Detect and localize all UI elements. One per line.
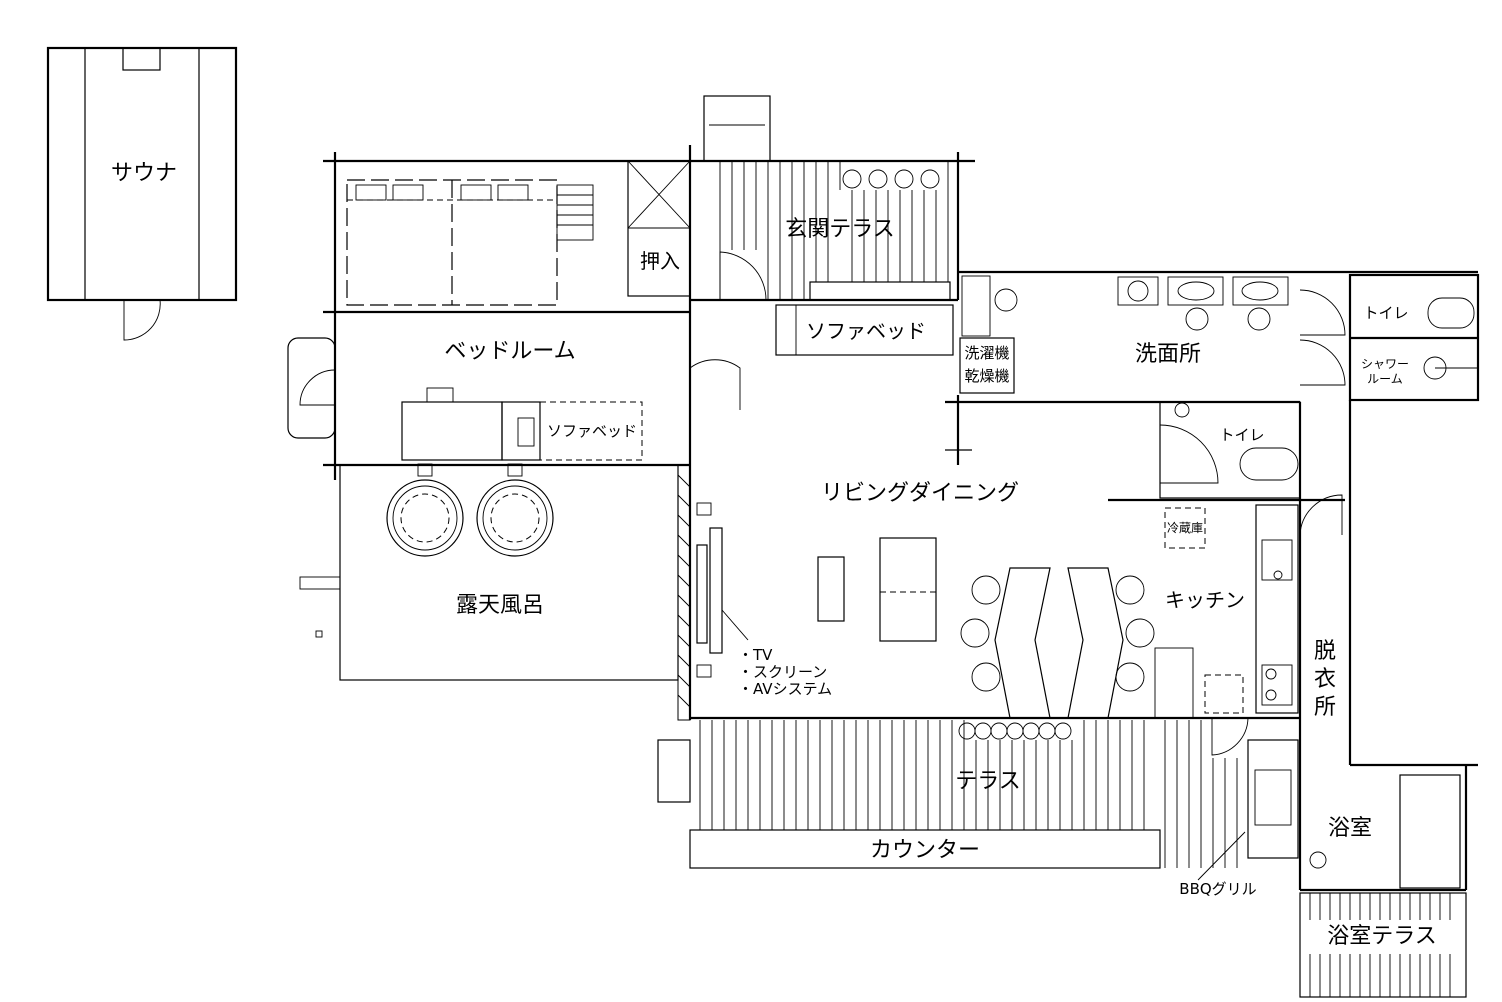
living-dining: リビングダイニング ・TV ・スクリーン ・AVシステム 冷蔵庫 キッチン: [690, 481, 1300, 756]
label-living-dining: リビングダイニング: [821, 481, 1019, 506]
label-washer: 洗濯機: [964, 344, 1009, 362]
label-bath-terrace: 浴室テラス: [1327, 924, 1437, 949]
label-bath: 浴室: [1328, 816, 1372, 841]
label-av-system: ・AVシステム: [738, 680, 832, 698]
label-entrance-terrace: 玄関テラス: [785, 217, 895, 242]
label-dressing-2: 衣: [1314, 667, 1336, 692]
label-bbq: BBQグリル: [1179, 880, 1256, 898]
label-shower-2: ルーム: [1367, 372, 1403, 386]
label-shower-1: シャワー: [1361, 357, 1409, 371]
dressing-room: 脱 衣 所: [1298, 400, 1352, 890]
bathroom: 浴室 浴室テラス: [1299, 763, 1478, 998]
label-sofabed-living: ソファベッド: [806, 319, 926, 343]
label-sauna: サウナ: [111, 161, 177, 186]
washroom: 洗濯機 乾燥機 洗面所: [945, 270, 1478, 500]
label-washroom: 洗面所: [1135, 342, 1201, 367]
label-fridge: 冷蔵庫: [1167, 521, 1203, 535]
label-counter: カウンター: [870, 838, 980, 863]
label-bedroom: ベッドルーム: [444, 339, 575, 364]
toilet-center: トイレ: [1108, 401, 1345, 502]
entrance-terrace: 玄関テラス ソファベッド: [690, 95, 960, 356]
label-kitchen: キッチン: [1165, 588, 1245, 612]
label-av-screen: ・スクリーン: [738, 663, 827, 681]
label-outdoor-bath: 露天風呂: [456, 593, 544, 618]
label-dressing-3: 所: [1314, 695, 1336, 720]
outdoor-bath-area: 露天風呂: [299, 463, 691, 721]
label-toilet-center: トイレ: [1219, 426, 1264, 444]
label-closet: 押入: [640, 249, 680, 273]
label-dryer: 乾燥機: [964, 367, 1009, 385]
bedroom-area: 押入 ベッドルーム ソファベッド: [287, 145, 975, 720]
sauna-building: サウナ: [46, 46, 238, 341]
label-av-tv: ・TV: [738, 646, 773, 664]
label-dressing-1: 脱: [1314, 639, 1336, 664]
label-terrace: テラス: [955, 769, 1021, 794]
label-toilet-right: トイレ: [1363, 304, 1408, 322]
terrace: テラス カウンター BBQグリル: [657, 720, 1299, 898]
toilet-shower-right: トイレ シャワー ルーム: [1348, 273, 1480, 402]
label-sofabed-bedroom: ソファベッド: [547, 422, 637, 440]
